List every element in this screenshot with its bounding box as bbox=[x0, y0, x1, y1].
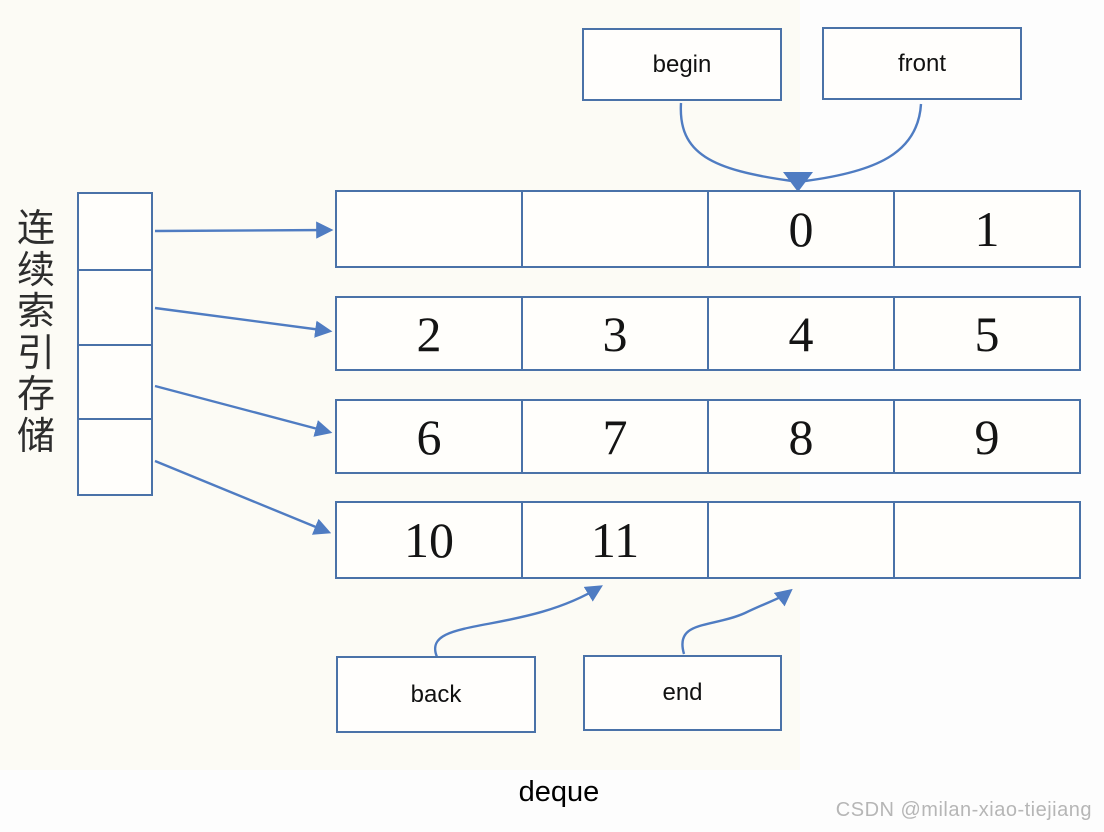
deque-cell: 1 bbox=[893, 192, 1079, 266]
cell-value: 4 bbox=[788, 305, 814, 362]
side-label-char: 索 bbox=[16, 289, 55, 333]
cell-value: 0 bbox=[788, 201, 814, 257]
array-row-1: 2 3 4 5 bbox=[335, 296, 1081, 371]
deque-cell: 0 bbox=[707, 192, 893, 266]
deque-cell: 8 bbox=[707, 401, 893, 472]
cell-value: 11 bbox=[590, 512, 640, 568]
arrow-end-to-past-last bbox=[681, 588, 793, 655]
array-row-2: 6 7 8 9 bbox=[335, 399, 1081, 474]
cell-value: 9 bbox=[974, 408, 1000, 465]
cell-value: 7 bbox=[602, 408, 628, 465]
front-pointer-label: front bbox=[897, 49, 947, 77]
arrow-index0-to-row0 bbox=[154, 221, 334, 239]
side-label-char: 连 bbox=[16, 206, 55, 250]
side-label-char: 储 bbox=[16, 413, 55, 458]
cell-value: 6 bbox=[416, 408, 442, 465]
deque-cell: 2 bbox=[337, 298, 521, 369]
index-map-cell bbox=[79, 418, 151, 493]
side-label-char: 存 bbox=[16, 372, 55, 416]
begin-pointer-box: begin bbox=[582, 28, 782, 101]
index-map-cell bbox=[79, 268, 151, 344]
arrow-index1-to-row1 bbox=[154, 306, 333, 338]
deque-cell: 10 bbox=[337, 503, 521, 577]
csdn-watermark: CSDN @milan-xiao-tiejiang bbox=[835, 799, 1092, 821]
begin-pointer-label: begin bbox=[652, 50, 712, 78]
end-pointer-label: end bbox=[662, 679, 703, 706]
arrow-index2-to-row2 bbox=[154, 384, 333, 437]
side-label-char: 引 bbox=[16, 330, 55, 375]
deque-cell bbox=[521, 192, 707, 266]
index-map-cell bbox=[79, 343, 151, 419]
diagram-title: deque bbox=[518, 776, 600, 808]
arrow-begin-to-first-cell bbox=[679, 102, 793, 183]
index-map-column bbox=[77, 192, 153, 496]
deque-cell: 5 bbox=[893, 298, 1079, 369]
deque-cell: 4 bbox=[707, 298, 893, 369]
deque-cell: 3 bbox=[521, 298, 707, 369]
deque-cell: 9 bbox=[893, 401, 1079, 472]
deque-cell bbox=[337, 192, 521, 266]
cell-value: 2 bbox=[416, 305, 442, 362]
array-row-3: 10 11 bbox=[335, 501, 1081, 579]
array-row-0: 0 1 bbox=[335, 190, 1081, 268]
arrow-index3-to-row3 bbox=[154, 459, 332, 535]
index-map-cell bbox=[79, 194, 151, 269]
deque-cell bbox=[893, 503, 1079, 577]
cell-value: 10 bbox=[404, 512, 454, 568]
cell-value: 8 bbox=[788, 408, 814, 465]
back-pointer-label: back bbox=[410, 680, 462, 708]
front-pointer-box: front bbox=[822, 27, 1022, 100]
cell-value: 5 bbox=[974, 305, 1000, 362]
cell-value: 3 bbox=[602, 305, 628, 362]
deque-cell: 7 bbox=[521, 401, 707, 472]
cell-value: 1 bbox=[974, 201, 1000, 257]
background-bottom-strip bbox=[0, 770, 1104, 832]
back-pointer-box: back bbox=[336, 656, 536, 733]
deque-cell: 6 bbox=[337, 401, 521, 472]
deque-cell bbox=[707, 503, 893, 577]
deque-cell: 11 bbox=[521, 503, 707, 577]
end-pointer-box: end bbox=[583, 655, 782, 731]
side-label-char: 续 bbox=[16, 247, 55, 292]
side-label-continuous-index-storage: 连 续 索 引 存 储 bbox=[10, 206, 62, 458]
arrow-back-to-last-element bbox=[433, 585, 603, 658]
